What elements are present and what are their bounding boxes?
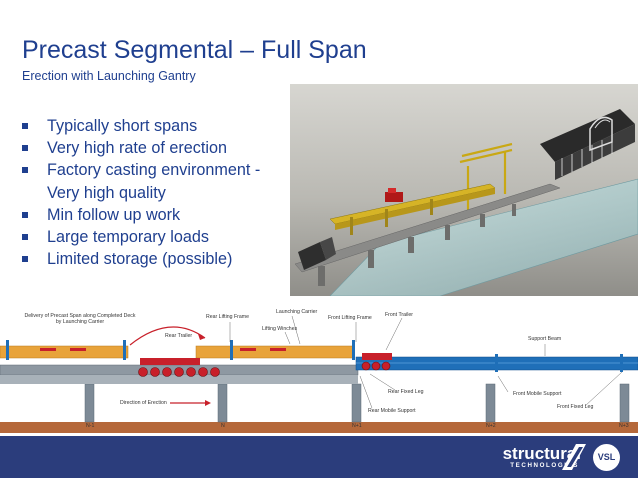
slide-title: Precast Segmental – Full Span — [22, 36, 367, 64]
deck-soffit — [0, 375, 358, 384]
bullet-text: Large temporary loads — [47, 228, 209, 247]
bullet-square-icon — [22, 256, 28, 263]
bullet-text-continuation: Very high quality — [47, 183, 166, 202]
bullet-square-icon — [22, 211, 28, 218]
bullet-item: Limited storage (possible) — [20, 248, 295, 270]
vsl-logo: VSL — [593, 444, 620, 471]
front-trailer — [361, 353, 392, 371]
bullet-list: Typically short spans Very high rate of … — [20, 115, 295, 270]
bullet-square-icon — [22, 234, 28, 241]
slide-subtitle: Erection with Launching Gantry — [22, 69, 196, 83]
label-pier-n-plus-2: N+2 — [486, 423, 496, 429]
pier-n — [217, 383, 228, 423]
bullet-text: Very high rate of erection — [47, 139, 227, 158]
vsl-logo-text: VSL — [597, 452, 616, 462]
bullet-item: Min follow up work — [20, 204, 295, 226]
bullet-text: Limited storage (possible) — [47, 250, 233, 269]
label-rear-mobile-support: Rear Mobile Support — [368, 408, 416, 414]
bullet-text: Typically short spans — [47, 117, 198, 135]
ground-strip — [0, 422, 638, 433]
label-front-lifting-frame: Front Lifting Frame — [328, 315, 372, 321]
label-rear-trailer: Rear Trailer — [165, 333, 193, 339]
pier-n-plus-3 — [619, 383, 630, 423]
pier-n-plus-2 — [485, 383, 496, 423]
erection-sequence-diagram — [0, 315, 638, 433]
bullet-square-icon — [22, 145, 28, 152]
label-pier-n-plus-1: N+1 — [352, 423, 362, 429]
bullet-square-icon — [22, 123, 28, 129]
bullet-item: Factory casting environment - Very high q… — [20, 159, 295, 203]
label-pier-n-minus-1: N-1 — [86, 423, 95, 429]
label-pier-n: N — [221, 423, 225, 429]
label-front-mobile-support: Front Mobile Support — [513, 391, 562, 397]
bullet-text: Min follow up work — [47, 205, 181, 224]
label-rear-fixed-leg: Rear Fixed Leg — [388, 389, 424, 395]
logo-slash-icon — [562, 444, 586, 470]
label-rear-lifting-frame: Rear Lifting Frame — [206, 314, 249, 320]
gantry-rendering-image — [290, 84, 638, 296]
label-front-fixed-leg: Front Fixed Leg — [557, 404, 594, 410]
label-lifting-winches: Lifting Winches — [262, 326, 298, 332]
precast-span-left — [0, 345, 129, 359]
bullet-item: Typically short spans — [20, 115, 295, 137]
rear-trailer — [138, 358, 220, 377]
label-launching-carrier: Launching Carrier — [276, 309, 318, 315]
label-pier-n-plus-3: N+3 — [619, 423, 629, 429]
label-direction-of-erection: Direction of Erection — [120, 400, 167, 406]
footer-band: structural TECHNOLOGIES VSL — [0, 436, 638, 478]
label-delivery: Delivery of Precast Span along Completed… — [24, 313, 136, 325]
pier-n-plus-1 — [351, 383, 362, 423]
logo-sub-text: TECHNOLOGIES — [510, 462, 579, 469]
bullet-square-icon — [22, 167, 28, 174]
label-support-beam: Support Beam — [528, 336, 562, 342]
bullet-item: Large temporary loads — [20, 226, 295, 248]
precast-span-carried — [195, 345, 355, 359]
pier-n-minus-1 — [84, 383, 95, 423]
bullet-text: Factory casting environment - — [47, 161, 261, 180]
bullet-item: Very high rate of erection — [20, 137, 295, 159]
logo-main-text: structural — [502, 444, 581, 463]
label-front-trailer: Front Trailer — [385, 312, 413, 318]
